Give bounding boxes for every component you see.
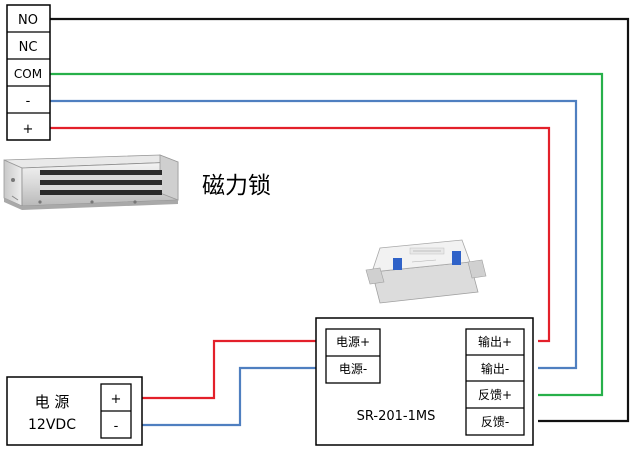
terminal-nc-label: NC bbox=[19, 40, 38, 55]
power-plus-label: + bbox=[111, 392, 122, 407]
wire-plus bbox=[50, 126, 551, 343]
terminal-no-label: NO bbox=[18, 13, 38, 28]
input-power-plus-label: 电源+ bbox=[336, 335, 370, 349]
terminal-minus-label: - bbox=[26, 94, 31, 109]
output-plus-label: 输出+ bbox=[478, 334, 512, 349]
controller-module-image bbox=[365, 239, 487, 304]
input-power-minus-label: 电源- bbox=[339, 362, 367, 376]
wire-com bbox=[50, 72, 604, 397]
power-supply-title: 电 源 bbox=[35, 393, 70, 411]
controller-model-label: SR-201-1MS bbox=[357, 409, 436, 424]
wire-minus bbox=[50, 99, 578, 370]
terminal-block: NO NC COM - + bbox=[6, 4, 51, 141]
terminal-plus-label: + bbox=[23, 122, 34, 137]
feedback-minus-label: 反馈- bbox=[481, 415, 509, 429]
wire-power-minus bbox=[131, 366, 326, 427]
magnetic-lock-label: 磁力锁 bbox=[202, 173, 271, 199]
power-supply-voltage: 12VDC bbox=[28, 417, 76, 433]
wires bbox=[50, 17, 630, 427]
wire-power-plus bbox=[131, 339, 326, 400]
feedback-plus-label: 反馈+ bbox=[478, 388, 512, 402]
power-supply-box: + - 电 源 12VDC bbox=[6, 376, 143, 446]
controller-box: 电源+ 电源- 输出+ 输出- 反馈+ 反馈- SR-201-1MS bbox=[315, 317, 534, 446]
wire-no bbox=[50, 17, 630, 423]
magnetic-lock-image bbox=[3, 154, 179, 210]
terminal-com-label: COM bbox=[14, 67, 42, 81]
power-minus-label: - bbox=[114, 419, 119, 434]
output-minus-label: 输出- bbox=[481, 361, 509, 376]
